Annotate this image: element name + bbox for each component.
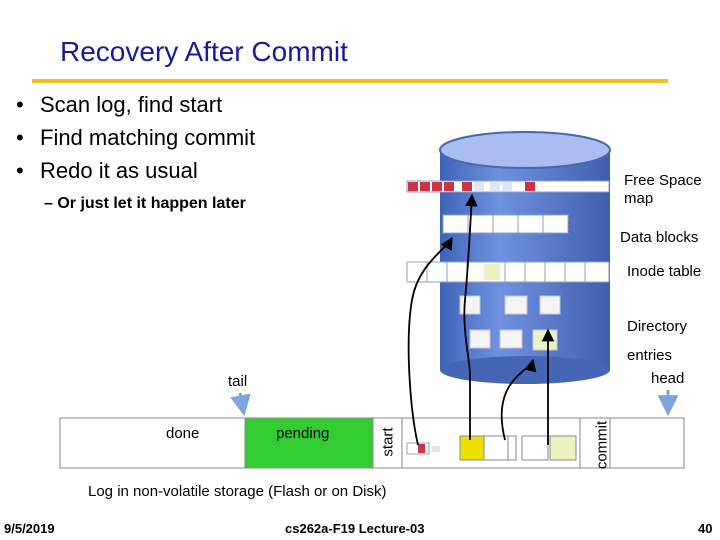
bullet-1: •Scan log, find start (16, 92, 223, 117)
log-caption: Log in non-volatile storage (Flash or on… (88, 483, 387, 500)
footer-date: 9/5/2019 (4, 521, 55, 536)
disk-top (439, 131, 611, 169)
disk-cylinder (439, 131, 611, 384)
done-label: done (166, 425, 200, 442)
log-record-data (521, 435, 549, 461)
free-space-map-label: Free Space map (624, 172, 716, 208)
log-bar (59, 417, 685, 469)
tail-label: tail (228, 373, 248, 390)
svg-text:⋮: ⋮ (563, 220, 575, 234)
sub-bullet-text: Or just let it happen later (57, 195, 246, 212)
log-record-dir (549, 435, 577, 461)
data-blocks-label: Data blocks (620, 229, 699, 246)
sub-bullet: – Or just let it happen later (44, 195, 246, 212)
bullet-3: •Redo it as usual (16, 158, 198, 183)
footer-page-number: 40 (698, 521, 713, 536)
slide-title: Recovery After Commit (60, 36, 348, 67)
free-space-map-text: Free Space map (624, 172, 702, 207)
bullet-1-text: Scan log, find start (40, 92, 223, 117)
title-underline (32, 79, 668, 83)
inode-table-row (406, 261, 610, 283)
pending-label: pending (276, 425, 330, 442)
directory-label: Directory (627, 318, 688, 335)
commit-label: commit (593, 420, 611, 470)
directory-entries-label: entries (627, 347, 673, 364)
data-blocks-row: ⋮ (442, 214, 575, 234)
start-label: start (379, 427, 397, 457)
footer-course: cs262a-F19 Lecture-03 (285, 521, 425, 536)
bullet-3-text: Redo it as usual (40, 158, 198, 183)
bullet-2-text: Find matching commit (40, 125, 256, 150)
head-label: head (651, 370, 685, 387)
bullet-2: •Find matching commit (16, 125, 256, 150)
free-space-map-strip (406, 180, 610, 193)
redo-arrows (407, 193, 555, 446)
tail-arrow (230, 392, 251, 417)
inode-table-label: Inode table (627, 263, 702, 280)
pending-region (244, 417, 374, 469)
log-record-inode (459, 435, 485, 461)
